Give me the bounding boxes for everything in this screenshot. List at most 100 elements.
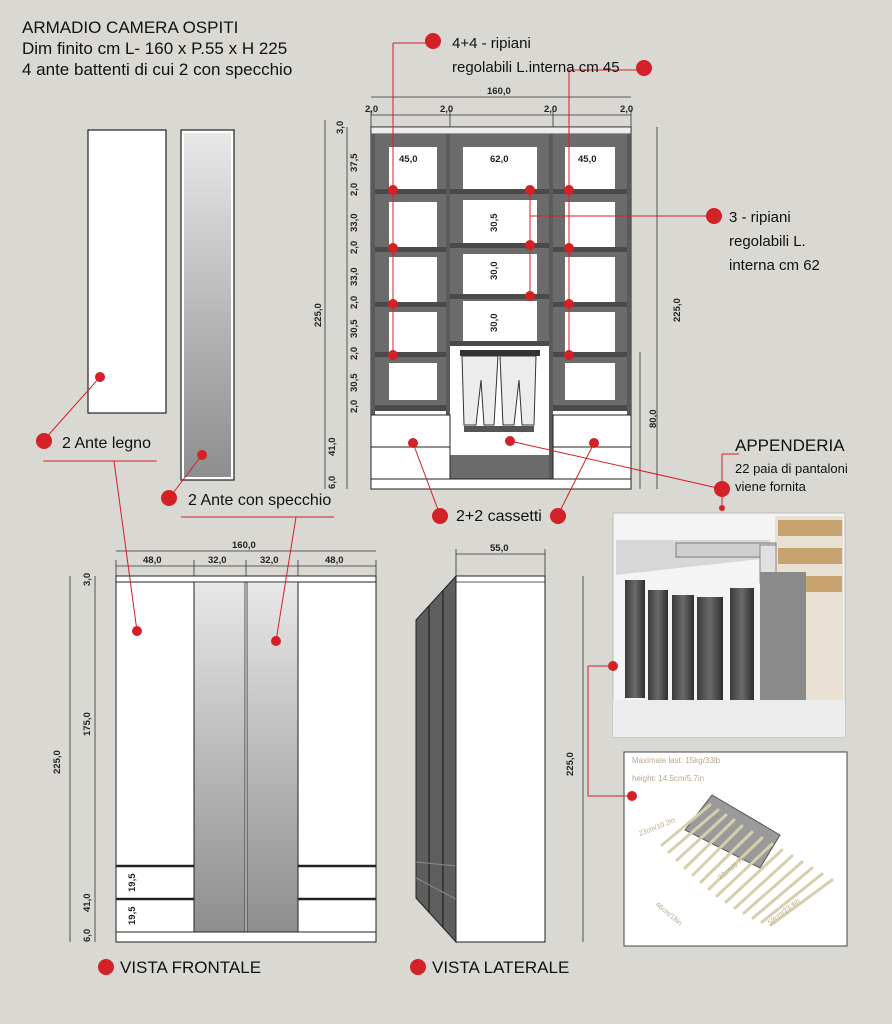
label-shelves-62: 3 - ripiani [729, 209, 791, 226]
spec-weight: Maximale last: 15kg/33lb [632, 756, 721, 765]
dim-col-right: 45,0 [578, 154, 597, 165]
label-shelves-62: regolabili L. [729, 233, 806, 250]
callout-dot [425, 33, 441, 49]
shelf [553, 189, 627, 194]
dim-top: 3,0 [335, 121, 346, 134]
dim-door-width: 32,0 [208, 555, 227, 566]
dim-total-width: 160,0 [487, 86, 511, 97]
dim-base: 6,0 [327, 476, 338, 489]
label-vista-laterale: VISTA LATERALE [432, 958, 569, 977]
dim-height: 225,0 [52, 750, 63, 774]
shelf [375, 189, 446, 194]
side-panel-right [627, 134, 631, 479]
plinth [370, 478, 632, 490]
divider-right [549, 134, 553, 479]
shelf [553, 405, 627, 411]
shelf [450, 341, 549, 346]
label-drawers: 2+2 cassetti [456, 508, 542, 525]
dim-col-left: 45,0 [399, 154, 418, 165]
side-view: 55,0 225,0 [415, 543, 584, 944]
shelf [450, 243, 549, 248]
dim-total-width: 160,0 [232, 540, 256, 551]
front-carcass [115, 575, 377, 943]
callout-dot [550, 508, 566, 524]
side-door-edge [415, 574, 457, 944]
dim-shelf: 2,0 [349, 347, 360, 360]
rack-spec-photo: Maximale last: 15kg/33lb height: 14.5cm/… [623, 751, 848, 947]
shelf [553, 352, 627, 357]
shelf [450, 294, 549, 299]
callout-dot [98, 959, 114, 975]
label-ante-legno: 2 Ante legno [62, 435, 151, 452]
interior-elevation: 160,0 2,0 2,0 2,0 2,0 45,0 62,0 45,0 3,0… [313, 86, 683, 490]
callout-dot [627, 791, 637, 801]
trouser-rack-photo [612, 512, 846, 738]
trousers-sketch [460, 350, 540, 432]
dim-base: 6,0 [82, 929, 93, 942]
dim-top: 3,0 [82, 573, 93, 586]
callout-dots [36, 33, 730, 975]
drawer [370, 446, 451, 480]
dim-shelf: 2,0 [349, 183, 360, 196]
dim-drawers: 41,0 [327, 438, 338, 457]
front-view: 160,0 48,0 32,0 32,0 48,0 19,5 19,5 3,0 … [52, 540, 377, 943]
callout-labels: 4+4 - ripiani regolabili L.interna cm 45… [62, 35, 848, 977]
dim-height: 225,0 [565, 752, 576, 776]
shelf [450, 189, 549, 194]
callout-dot [608, 661, 618, 671]
dim-door-width: 48,0 [143, 555, 162, 566]
mirror-surface [184, 133, 231, 477]
shelf [375, 302, 446, 307]
dim-depth: 55,0 [490, 543, 509, 554]
dim-hanging: 80,0 [648, 410, 659, 429]
dim-door-width: 48,0 [325, 555, 344, 566]
dim-row: 33,0 [349, 214, 360, 233]
dim-drawers: 41,0 [82, 894, 93, 913]
shelf [553, 247, 627, 252]
header-doors: 4 ante battenti di cui 2 con specchio [22, 60, 292, 79]
label-shelves-45: 4+4 - ripiani [452, 35, 531, 52]
front-mirror-door [193, 581, 246, 933]
side-panel [455, 575, 546, 943]
dim-side: 2,0 [544, 104, 557, 115]
shelf [553, 302, 627, 307]
callout-dot [706, 208, 722, 224]
label-appenderia: 22 paia di pantaloni [735, 461, 848, 476]
label-appenderia: viene fornita [735, 479, 807, 494]
dim-side: 2,0 [440, 104, 453, 115]
dim-row: 30,5 [349, 319, 360, 338]
callout-dot [410, 959, 426, 975]
drawer [552, 446, 632, 480]
dim-shelf: 2,0 [349, 296, 360, 309]
divider-left [446, 134, 450, 479]
callout-dot [161, 490, 177, 506]
dim-drawer: 19,5 [127, 906, 138, 925]
label-shelves-45: regolabili L.interna cm 45 [452, 59, 620, 76]
wood-door-panel [87, 129, 167, 414]
spec-height: height: 14.5cm/5.7in [632, 774, 704, 783]
dim-height: 225,0 [672, 298, 683, 322]
header-title: ARMADIO CAMERA OSPITI [22, 18, 238, 37]
label-appenderia-title: APPENDERIA [735, 436, 845, 455]
dim-row: 33,0 [349, 268, 360, 287]
label-shelves-62: interna cm 62 [729, 257, 820, 274]
callout-lines [43, 42, 739, 797]
callout-dot [714, 481, 730, 497]
dim-mid: 30,0 [489, 262, 500, 281]
dim-col-mid: 62,0 [490, 154, 509, 165]
dim-shelf: 2,0 [349, 400, 360, 413]
dim-drawer: 19,5 [127, 873, 138, 892]
shelf [375, 247, 446, 252]
dim-row: 37,5 [349, 153, 360, 172]
shelf [375, 405, 446, 411]
label-ante-specchio: 2 Ante con specchio [188, 492, 331, 509]
dim-side: 2,0 [620, 104, 633, 115]
header: ARMADIO CAMERA OSPITI Dim finito cm L- 1… [22, 18, 292, 79]
callout-dot [432, 508, 448, 524]
header-dimensions: Dim finito cm L- 160 x P.55 x H 225 [22, 39, 287, 58]
loose-doors [87, 129, 235, 481]
dim-mid: 30,0 [489, 314, 500, 333]
dim-shelf: 2,0 [349, 241, 360, 254]
callout-dot [36, 433, 52, 449]
